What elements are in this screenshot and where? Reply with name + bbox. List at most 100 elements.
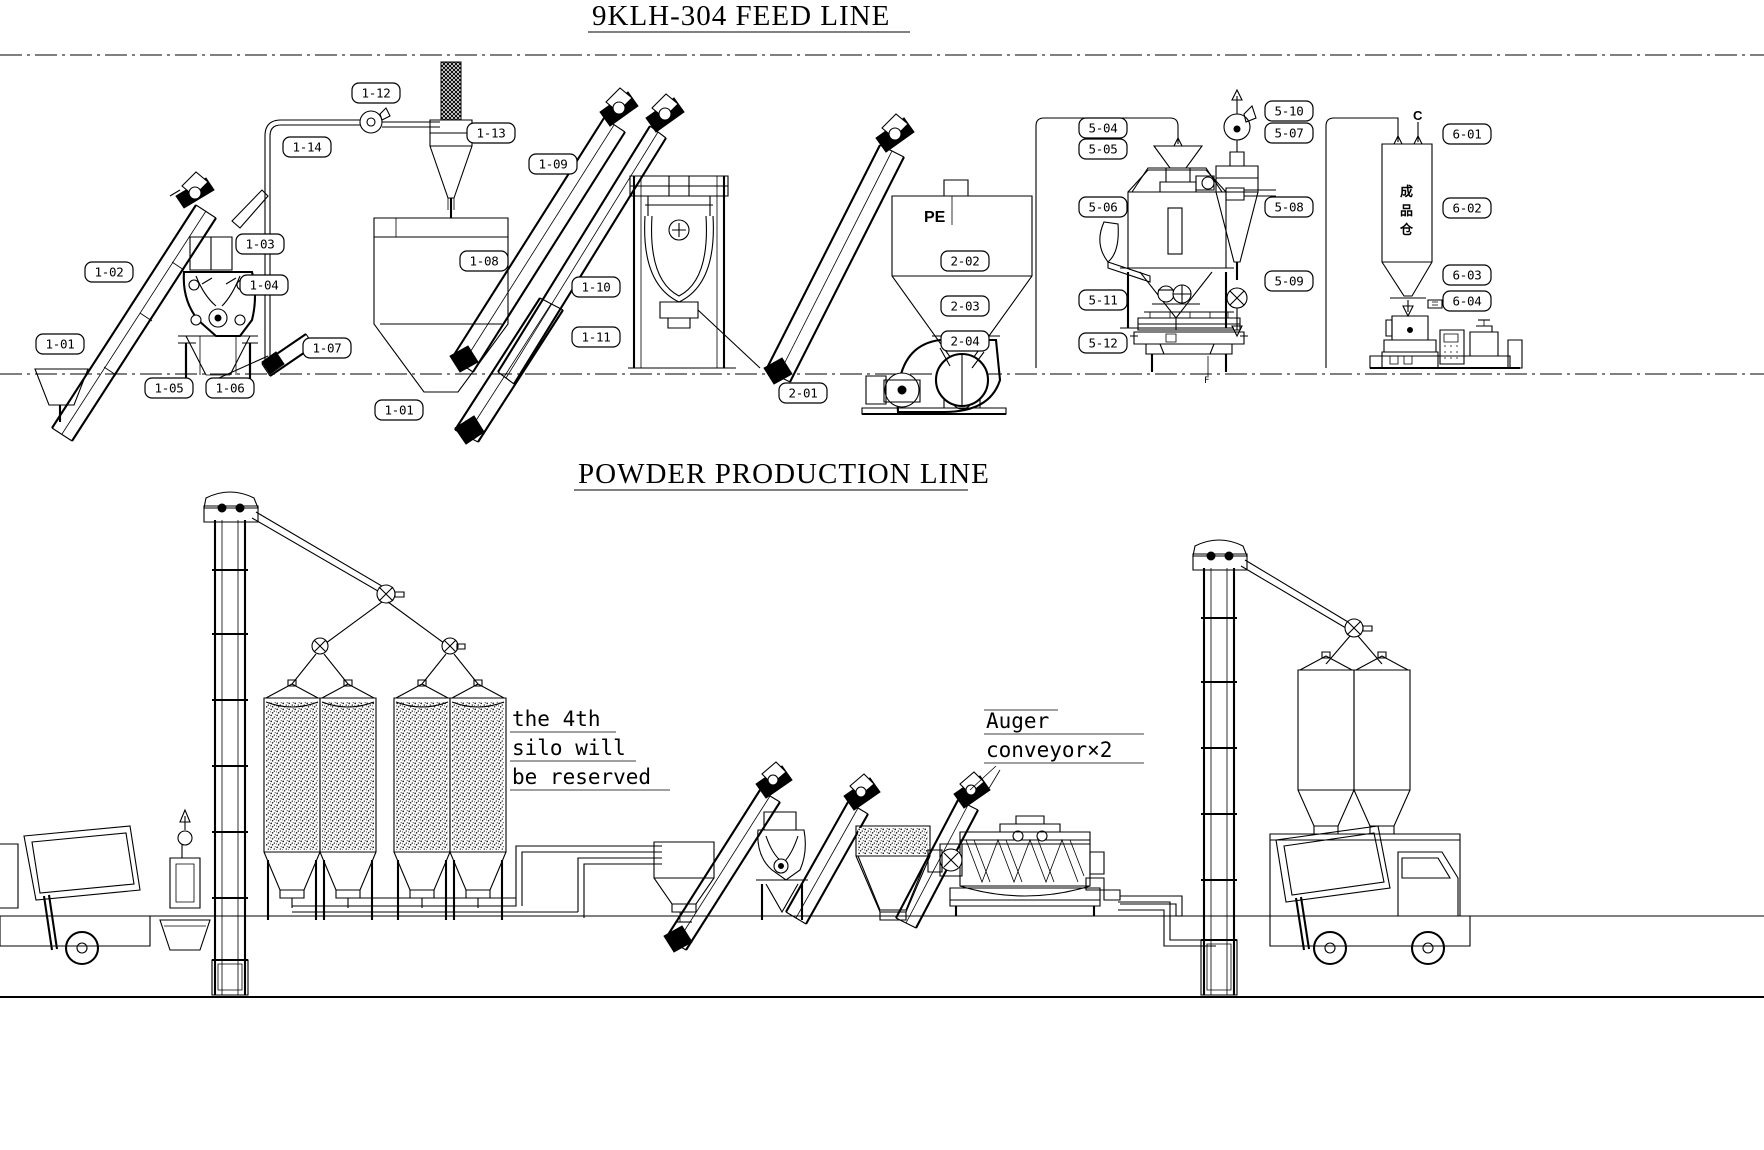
- tag-label-text: 1-06: [216, 381, 245, 396]
- tag-box: [205, 377, 255, 399]
- equipment-tag-1-13: 1-13: [466, 122, 516, 144]
- equipment-tag-1-08: 1-08: [459, 250, 509, 272]
- equipment-tag-1-02: 1-02: [84, 261, 134, 283]
- equipment-tag-1-11: 1-11: [571, 326, 621, 348]
- tag-label-text: 1-10: [582, 280, 611, 295]
- pe-hopper-label: PE: [924, 209, 946, 226]
- silo-chinese-label-3: 仓: [1399, 222, 1414, 238]
- equipment-tag-2-03: 2-03: [940, 295, 990, 317]
- tag-box: [459, 250, 509, 272]
- equipment-tag-1-04: 1-04: [239, 274, 289, 296]
- tag-label-text: 1-04: [250, 278, 279, 293]
- equipment-grain-bin-mid: [855, 825, 931, 921]
- equipment-inclined-auger-1-09: [449, 87, 639, 373]
- title-powder-line-group: POWDER PRODUCTION LINE: [574, 458, 990, 491]
- tag-box: [1264, 100, 1314, 122]
- title-feed-line-group: 9KLH-304 FEED LINE: [588, 0, 910, 33]
- tag-label-text: 2-01: [789, 386, 818, 401]
- tag-label-text: 6-02: [1453, 201, 1482, 216]
- equipment-hopper-1-08: [373, 217, 509, 393]
- tag-label-text: 6-01: [1453, 127, 1482, 142]
- tag-label-text: 5-10: [1275, 104, 1304, 119]
- equipment-blower-2-04: [861, 335, 1007, 416]
- marker-c-label: C: [1413, 108, 1423, 123]
- tag-label-text: 2-03: [951, 299, 980, 314]
- tag-box: [35, 333, 85, 355]
- feed-line-centerlines: [0, 54, 1764, 375]
- equipment-tag-5-05: 5-05: [1078, 138, 1128, 160]
- equipment-tag-5-10: 5-10: [1264, 100, 1314, 122]
- equipment-silo-group-right: [1269, 651, 1461, 917]
- tag-label-text: 1-13: [477, 126, 506, 141]
- equipment-tag-1-12: 1-12: [351, 82, 401, 104]
- tag-box: [282, 136, 332, 158]
- equipment-packing-machine-6-04: [1369, 315, 1523, 370]
- tag-label-text: 1-01: [385, 403, 414, 418]
- vehicle-left-truck: [0, 825, 151, 966]
- tag-label-text: 5-04: [1089, 121, 1118, 136]
- annotation-silo-note-line-2: silo will: [512, 736, 626, 760]
- equipment-tag-1-09: 1-09: [528, 153, 578, 175]
- tag-label-text: 1-08: [470, 254, 499, 269]
- annotation-silo-note-line-1: the 4th: [512, 707, 601, 731]
- annotation-auger-note: Auger conveyor×2: [984, 709, 1144, 764]
- tag-box: [144, 377, 194, 399]
- tag-box: [571, 276, 621, 298]
- tag-label-text: 5-11: [1089, 293, 1118, 308]
- powder-line-ground: [0, 915, 1764, 999]
- tag-label-text: 5-06: [1089, 200, 1118, 215]
- tag-label-text: 1-12: [362, 86, 391, 101]
- equipment-tag-2-02: 2-02: [940, 250, 990, 272]
- tag-label-text: 1-01: [46, 337, 75, 352]
- equipment-cyclone-1-13: [429, 61, 473, 219]
- equipment-inclined-auger-1-02: [51, 171, 217, 442]
- equipment-mixer-frame: [628, 175, 761, 369]
- pipe-1-14: [264, 119, 360, 368]
- equipment-cone-separator-mid: [756, 811, 808, 920]
- annotation-auger-note-line-2: conveyor×2: [986, 738, 1112, 762]
- equipment-tag-5-08: 5-08: [1264, 196, 1314, 218]
- tag-label-text: 2-02: [951, 254, 980, 269]
- tag-box: [1078, 138, 1128, 160]
- tag-box: [351, 82, 401, 104]
- tag-label-text: 6-03: [1453, 268, 1482, 283]
- tag-box: [239, 274, 289, 296]
- title-feed-line: 9KLH-304 FEED LINE: [592, 0, 890, 32]
- equipment-auger-conveyor-x2: [895, 765, 997, 929]
- tag-box: [302, 337, 352, 359]
- equipment-mixer-tank-5-06: [1099, 145, 1276, 330]
- equipment-inclined-auger-mid-1: [663, 761, 793, 953]
- equipment-tag-2-04: 2-04: [940, 330, 990, 352]
- annotation-leaders: [987, 769, 1001, 791]
- equipment-ribbon-mixer: [927, 815, 1105, 916]
- equipment-tag-6-03: 6-03: [1442, 264, 1492, 286]
- equipment-tag-1-10: 1-10: [571, 276, 621, 298]
- pipe-transfer-right: [1103, 889, 1216, 947]
- equipment-auger-1-01-lower: [454, 297, 564, 445]
- equipment-tag-5-12: 5-12: [1078, 332, 1128, 354]
- equipment-tag-6-01: 6-01: [1442, 123, 1492, 145]
- equipment-fan-1-12: [359, 107, 440, 134]
- title-powder-line: POWDER PRODUCTION LINE: [578, 458, 990, 490]
- vehicle-right-truck: [1269, 825, 1471, 966]
- annotation-silo-note: the 4th silo will be reserved: [510, 707, 670, 791]
- tag-box: [1442, 123, 1492, 145]
- tag-box: [1442, 197, 1492, 219]
- equipment-valve-5-09: [1226, 287, 1248, 338]
- tag-box: [940, 330, 990, 352]
- equipment-tag-5-09: 5-09: [1264, 270, 1314, 292]
- silo-chinese-label-1: 成: [1400, 184, 1413, 200]
- tag-label-text: 5-09: [1275, 274, 1304, 289]
- equipment-tag-1-01: 1-01: [374, 399, 424, 421]
- tag-label-text: 1-09: [539, 157, 568, 172]
- silo-chinese-label-2: 品: [1400, 204, 1413, 219]
- tag-box: [235, 233, 285, 255]
- equipment-tag-1-06: 1-06: [205, 377, 255, 399]
- tag-label-text: 1-11: [582, 330, 611, 345]
- tag-label-text: 5-12: [1089, 336, 1118, 351]
- tag-label-text: 1-14: [293, 140, 322, 155]
- tag-label-text: 1-05: [155, 381, 184, 396]
- tag-box: [1442, 290, 1492, 312]
- tag-box: [374, 399, 424, 421]
